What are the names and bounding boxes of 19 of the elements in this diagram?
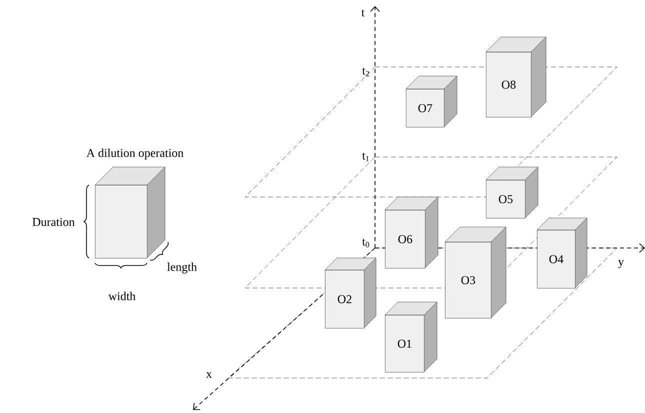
operation-block: O5 [486, 166, 538, 218]
operation-block: O2 [324, 258, 376, 328]
node-label: A dilution operation [86, 148, 184, 160]
operation-block: O1 [384, 302, 438, 372]
operation-block: O6 [384, 196, 438, 268]
operation-block: O7 [406, 76, 458, 128]
operation-cube: A dilution operation [86, 148, 184, 258]
operation-block: O8 [486, 36, 546, 118]
operation-block: O4 [536, 218, 588, 288]
axis-label: t$_{0}$ [362, 238, 370, 248]
axis-label: y [618, 260, 624, 268]
axis-label: x [206, 372, 212, 378]
axis-label: t$_{2}$ [362, 68, 369, 76]
dimension-label: width [108, 292, 136, 300]
dimension-label: length [167, 262, 197, 274]
dimension-label: Duration [32, 218, 75, 226]
axis-label: t$_{1}$ [362, 152, 369, 162]
axis-label: t [361, 10, 365, 16]
operation-block: O3 [444, 226, 506, 318]
